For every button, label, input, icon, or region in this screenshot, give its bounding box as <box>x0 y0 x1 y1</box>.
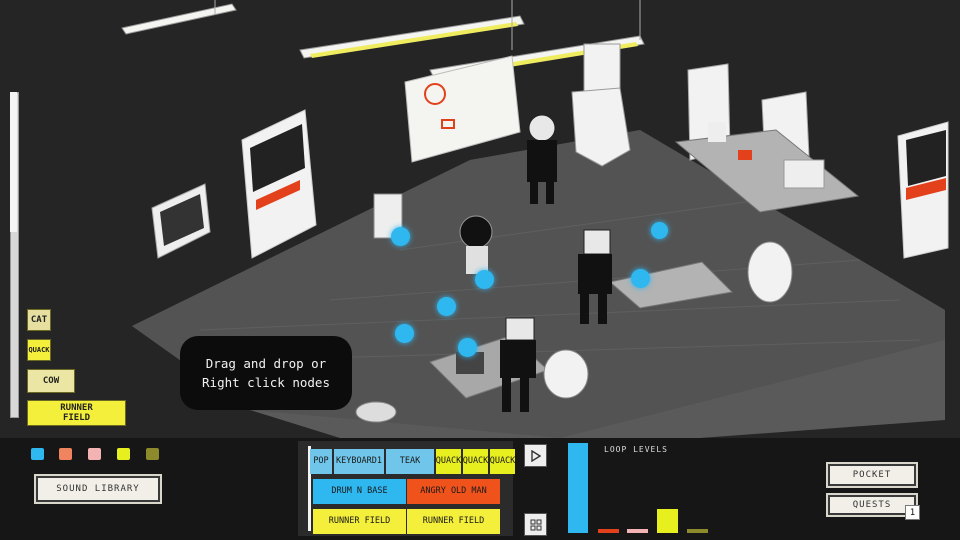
sequencer-slot[interactable]: ANGRY OLD MAN <box>407 479 500 504</box>
sound-library-button[interactable]: SOUND LIBRARY <box>34 474 162 504</box>
character-1 <box>527 114 557 204</box>
sound-tag-cat[interactable]: CAT <box>27 309 51 331</box>
sequencer-slot[interactable]: RUNNER FIELD <box>407 509 500 534</box>
sequencer-slot[interactable]: DRUM N BASE <box>313 479 406 504</box>
sequencer-slot[interactable]: RUNNER FIELD <box>313 509 406 534</box>
sequencer-slot[interactable]: KEYBOARD1 <box>334 449 384 474</box>
sound-tag-quack[interactable]: QUACK <box>27 339 51 361</box>
sequencer-slot[interactable]: QUACK <box>436 449 461 474</box>
sequencer-slot[interactable]: POP <box>310 449 332 474</box>
sound-tag-cow[interactable]: COW <box>27 369 75 393</box>
loop-level-bar <box>657 509 678 533</box>
loop-levels-title: LOOP LEVELS <box>604 445 668 454</box>
play-icon <box>530 449 541 462</box>
sound-node[interactable] <box>458 338 477 357</box>
quests-badge: 1 <box>905 505 920 520</box>
sequencer-slot[interactable]: QUACK <box>463 449 488 474</box>
hint-line-1: Drag and drop or <box>205 356 327 371</box>
sound-node[interactable] <box>631 269 650 288</box>
playhead <box>308 446 311 531</box>
grid-icon <box>530 519 541 530</box>
grid-button[interactable] <box>524 513 547 536</box>
character-3 <box>578 229 612 324</box>
game-scene[interactable]: CAT QUACK COW RUNNER FIELD Drag and drop… <box>0 0 960 438</box>
palette-swatch-pink[interactable] <box>88 448 101 460</box>
palette-swatch-yellow[interactable] <box>117 448 130 460</box>
volume-slider-handle[interactable] <box>10 92 17 232</box>
hint-line-2: Right click nodes <box>202 375 330 390</box>
palette-swatch-blue[interactable] <box>31 448 44 460</box>
palette-swatch-orange[interactable] <box>59 448 72 460</box>
character-4 <box>500 317 536 412</box>
loop-level-bar <box>568 443 588 533</box>
sound-node[interactable] <box>651 222 668 239</box>
sequencer-slot[interactable]: TEAK <box>386 449 434 474</box>
office-room <box>121 0 949 438</box>
loop-level-bar <box>687 529 708 533</box>
sound-node[interactable] <box>395 324 414 343</box>
palette-swatch-olive[interactable] <box>146 448 159 460</box>
play-button[interactable] <box>524 444 547 467</box>
character-2 <box>459 215 493 274</box>
loop-level-bar <box>598 529 619 533</box>
sound-tag-runner-field[interactable]: RUNNER FIELD <box>27 400 126 426</box>
hint-tooltip: Drag and drop or Right click nodes <box>180 336 352 410</box>
sequencer-slot[interactable]: QUACK <box>490 449 515 474</box>
loop-level-bar <box>627 529 648 533</box>
sound-node[interactable] <box>437 297 456 316</box>
pocket-button[interactable]: POCKET <box>826 462 918 488</box>
quests-button[interactable]: QUESTS <box>826 493 918 517</box>
sound-node[interactable] <box>391 227 410 246</box>
sound-node[interactable] <box>475 270 494 289</box>
